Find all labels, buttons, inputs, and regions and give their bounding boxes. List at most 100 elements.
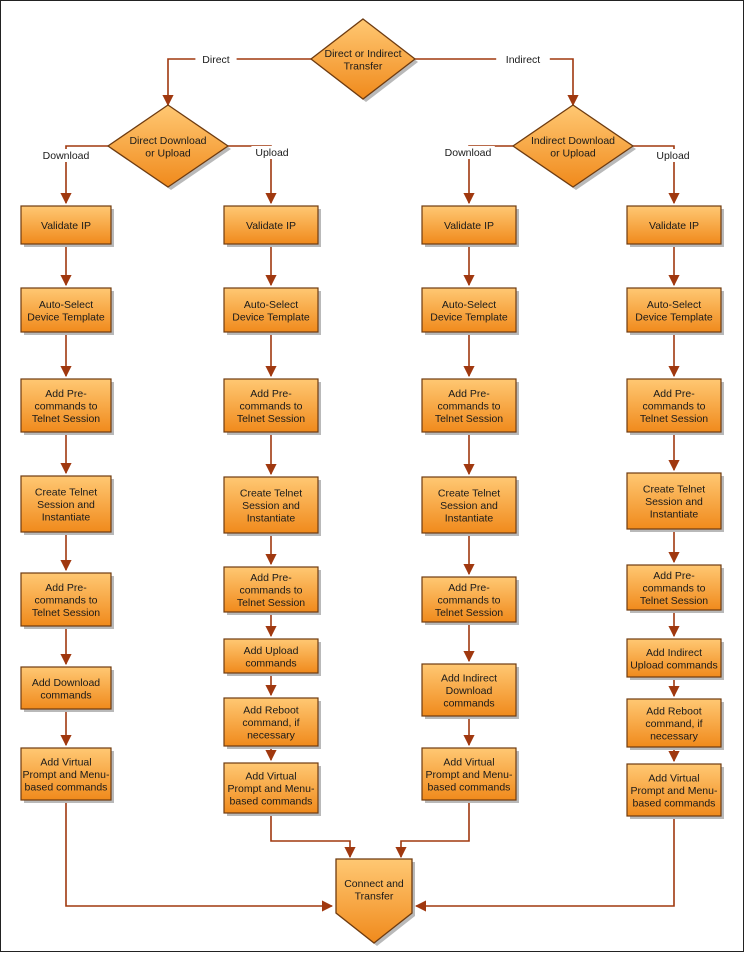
direct-upload-step-6-label-line: commands	[245, 657, 296, 669]
indirect-download-step-2-body	[421, 287, 517, 333]
direct-upload-step-6-body	[223, 638, 319, 674]
indirect-upload-step-7-label-line: necessary	[650, 731, 699, 743]
direct-download-step-4-body	[20, 475, 112, 533]
direct-download-step-5-label-line: Telnet Session	[32, 607, 100, 619]
indirect-download-step-1-label-line: Validate IP	[444, 220, 494, 232]
indirect-download-step-7-label-line: Add Virtual	[443, 757, 494, 769]
direct-download-step-3-body	[20, 378, 112, 433]
connector-indirect-upload	[633, 145, 680, 205]
label-indirect-download: Download	[445, 147, 492, 159]
direct-decision-label-line: or Upload	[145, 147, 191, 159]
label-direct-bg	[195, 53, 237, 66]
indirect-upload-step-1-label-line: Validate IP	[649, 220, 699, 232]
label-direct-download-bg	[39, 149, 93, 162]
label-indirect: Indirect	[506, 54, 541, 66]
direct-upload-step-8-label-line: Prompt and Menu-	[228, 783, 315, 795]
indirect-upload-step-2-label-line: Auto-Select	[647, 299, 701, 311]
indirect-download-step-7-body	[421, 747, 517, 801]
label-indirect-bg	[496, 53, 550, 66]
indirect-download-step-5-label-line: commands to	[437, 595, 500, 607]
direct-upload-step-1-body	[223, 205, 319, 245]
direct-upload-step-6-label-line: Add Upload	[244, 645, 299, 657]
indirect-decision-label-line: or Upload	[550, 147, 596, 159]
root-decision-body	[309, 18, 417, 100]
direct-download-step-1-body	[20, 205, 112, 245]
direct-upload-step-5-label-line: commands to	[239, 585, 302, 597]
indirect-upload-step-3-label-line: Telnet Session	[640, 413, 708, 425]
direct-upload-step-1-label-line: Validate IP	[246, 220, 296, 232]
indirect-upload-step-1: Validate IP	[626, 205, 724, 247]
label-indirect-download-bg	[441, 146, 495, 159]
connector-root-indirect	[415, 58, 579, 107]
connector-col3-terminal	[395, 800, 470, 859]
connector-col1-terminal	[65, 800, 334, 912]
direct-upload-step-4-label-line: Instantiate	[247, 513, 296, 525]
indirect-upload-step-6-label-line: Upload commands	[630, 659, 718, 671]
direct-upload-step-2-label-line: Device Template	[232, 311, 310, 323]
indirect-upload-step-5-body	[626, 564, 722, 611]
direct-download-step-4-label-line: Create Telnet	[35, 487, 97, 499]
connector-root-direct	[162, 58, 311, 107]
direct-download-step-7-label-line: based commands	[25, 782, 108, 794]
direct-upload-step-8-label-line: Add Virtual	[245, 771, 296, 783]
indirect-upload-step-7-label-line: command, if	[645, 718, 702, 730]
indirect-decision-body	[511, 104, 635, 188]
direct-upload-step-5-body	[223, 566, 319, 613]
indirect-download-step-7-label-line: Prompt and Menu-	[426, 769, 513, 781]
connector-direct-download	[60, 145, 108, 205]
direct-upload-step-4-label-line: Create Telnet	[240, 488, 302, 500]
direct-upload-step-7-label-line: Add Reboot	[243, 705, 299, 717]
indirect-upload-step-1-body	[626, 205, 722, 245]
direct-download-step-2-label-line: Device Template	[27, 311, 105, 323]
direct-download-step-2-label-line: Auto-Select	[39, 299, 93, 311]
indirect-upload-step-4-label-line: Instantiate	[650, 509, 699, 521]
indirect-download-step-1-label: Validate IP	[444, 220, 494, 232]
direct-download-step-7-body	[20, 747, 112, 801]
indirect-upload-step-3-label-line: Add Pre-	[653, 388, 695, 400]
indirect-upload-step-4-label-line: Create Telnet	[643, 484, 705, 496]
direct-upload-step-7-label-line: command, if	[242, 717, 299, 729]
direct-upload-step-1-label: Validate IP	[246, 220, 296, 232]
indirect-upload-step-6-body	[626, 638, 722, 678]
indirect-upload-step-4-body	[626, 472, 722, 530]
indirect-download-step-1: Validate IP	[421, 205, 519, 247]
indirect-upload-step-1-label: Validate IP	[649, 220, 699, 232]
direct-download-step-6-label-line: Add Download	[32, 677, 100, 689]
terminal-node-label-line: Connect and	[344, 878, 404, 890]
indirect-download-step-5-body	[421, 576, 517, 623]
direct-upload-step-2-label-line: Auto-Select	[244, 299, 298, 311]
indirect-download-step-6-body	[421, 663, 517, 717]
direct-download-step-6-label-line: commands	[40, 689, 91, 701]
label-direct: Direct	[202, 54, 230, 66]
direct-download-step-1-label: Validate IP	[41, 220, 91, 232]
